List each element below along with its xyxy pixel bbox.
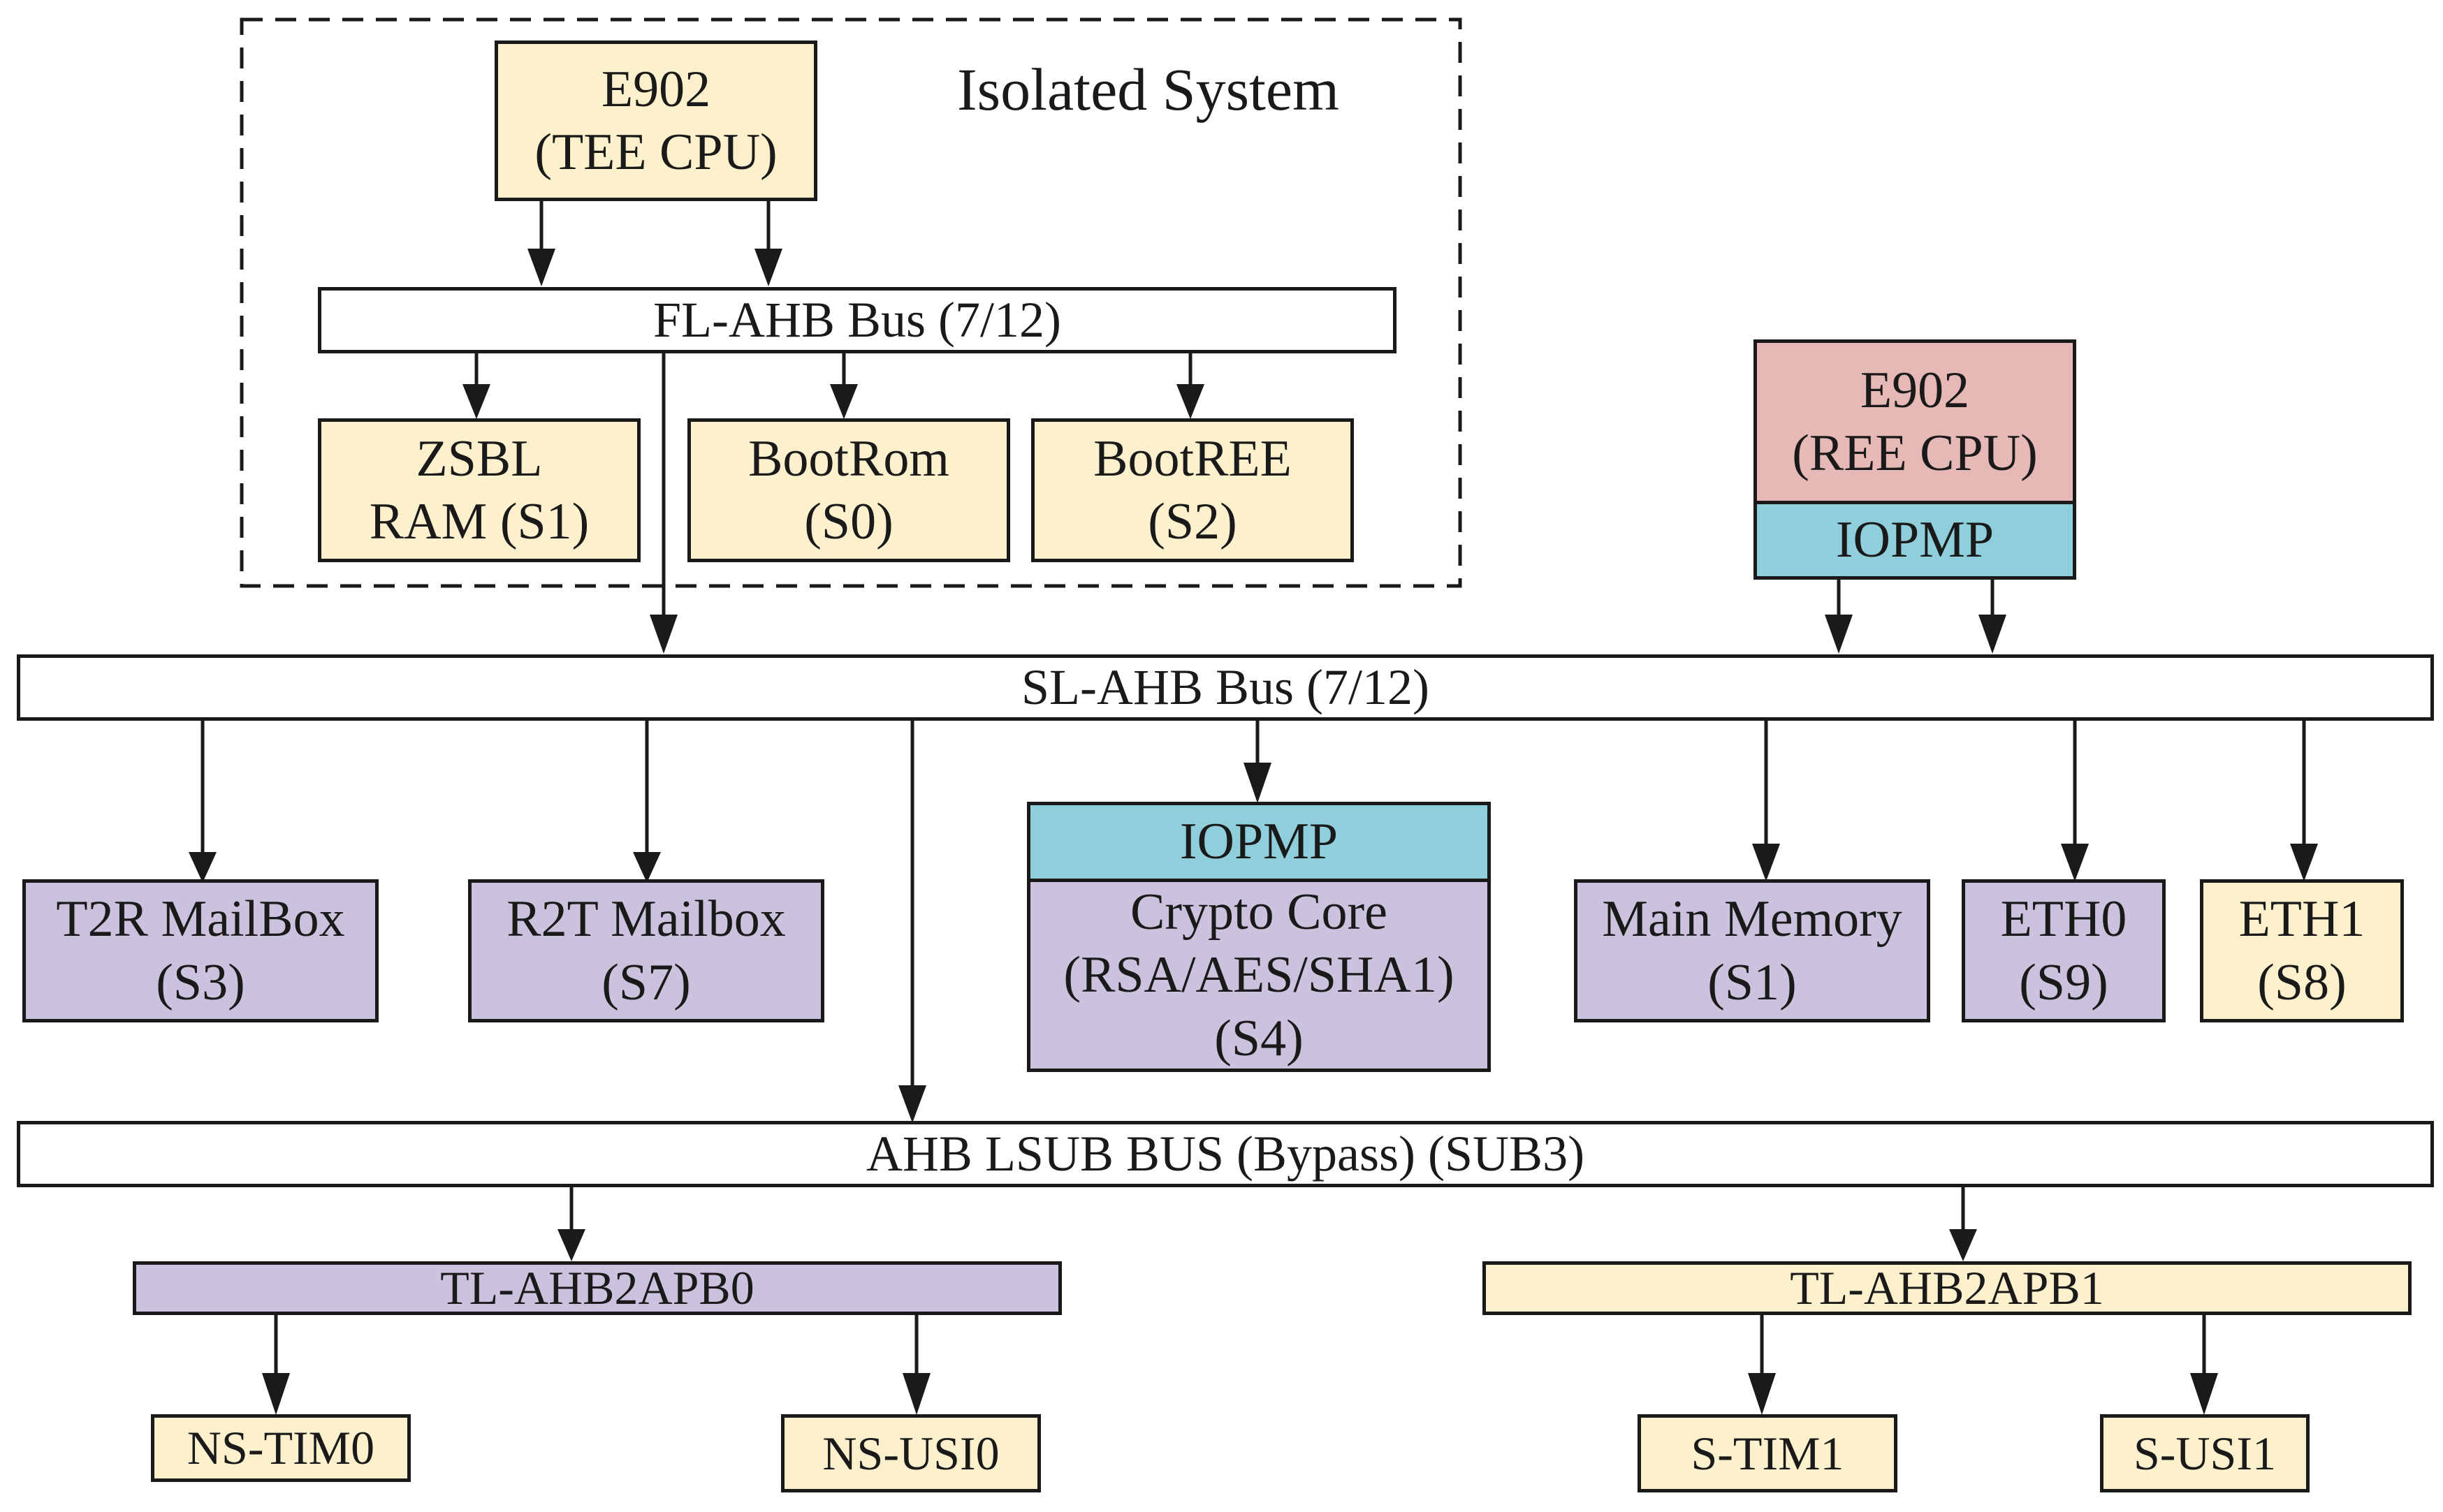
crypto-core-name: Crypto Core: [1130, 883, 1387, 941]
bootree-block: BootREE (S2): [1031, 418, 1354, 562]
r2t-mailbox-slave: (S7): [601, 953, 691, 1011]
eth0-name: ETH0: [2000, 890, 2127, 948]
arrowhead: [1825, 615, 1853, 654]
zsbl-ram-block: ZSBL RAM (S1): [318, 418, 641, 562]
ns-usi0-label: NS-USI0: [822, 1426, 1000, 1480]
s-tim1-block: S-TIM1: [1638, 1414, 1897, 1492]
eth1-slave: (S8): [2257, 953, 2347, 1011]
crypto-core-algorithms: (RSA/AES/SHA1): [1063, 946, 1454, 1004]
arrowhead: [189, 852, 217, 883]
ahb-lsub-bus-label: AHB LSUB BUS (Bypass) (SUB3): [866, 1125, 1585, 1182]
arrowhead: [1949, 1229, 1977, 1261]
t2r-mailbox-slave: (S3): [156, 953, 245, 1011]
arrowhead: [754, 249, 782, 286]
tl-ahb2apb1-label: TL-AHB2APB1: [1790, 1261, 2104, 1315]
eth1-block: ETH1 (S8): [2200, 879, 2404, 1022]
arrowhead: [557, 1229, 585, 1261]
ree-cpu-name: E902: [1860, 361, 1970, 419]
arrowhead: [262, 1373, 290, 1415]
arrowhead: [633, 852, 661, 883]
arrowhead: [1978, 615, 2006, 654]
ree-iopmp-block: IOPMP: [1753, 501, 2076, 580]
arrowhead: [527, 249, 555, 286]
s-usi1-label: S-USI1: [2133, 1426, 2277, 1480]
ree-iopmp-label: IOPMP: [1835, 511, 1994, 569]
fl-ahb-bus-label: FL-AHB Bus (7/12): [652, 291, 1061, 348]
arrowhead: [1176, 384, 1204, 419]
ns-tim0-label: NS-TIM0: [187, 1421, 375, 1475]
tee-cpu-name: E902: [601, 60, 711, 118]
r2t-mailbox-name: R2T Mailbox: [506, 890, 786, 948]
main-memory-name: Main Memory: [1602, 890, 1902, 948]
eth0-block: ETH0 (S9): [1962, 879, 2166, 1022]
bootrom-slave: (S0): [804, 493, 894, 550]
main-memory-slave: (S1): [1707, 953, 1797, 1011]
s-usi1-block: S-USI1: [2100, 1414, 2310, 1492]
arrowhead: [903, 1373, 931, 1415]
arrowhead: [1244, 763, 1271, 803]
bootree-name: BootREE: [1093, 430, 1292, 487]
ahb-lsub-bus: AHB LSUB BUS (Bypass) (SUB3): [17, 1121, 2434, 1187]
arrowhead: [650, 615, 678, 654]
crypto-core-slave: (S4): [1214, 1009, 1304, 1067]
bootrom-block: BootRom (S0): [687, 418, 1010, 562]
t2r-mailbox-name: T2R MailBox: [56, 890, 345, 948]
r2t-mailbox-block: R2T Mailbox (S7): [468, 879, 824, 1022]
arrowhead: [2290, 844, 2318, 881]
isolated-system-label: Isolated System: [957, 56, 1339, 123]
bootrom-name: BootRom: [748, 430, 949, 487]
arrowhead: [1748, 1373, 1776, 1415]
ree-cpu-block: E902 (REE CPU): [1753, 339, 2076, 504]
crypto-iopmp-block: IOPMP: [1027, 802, 1491, 882]
isolated-system-frame: [240, 17, 1462, 588]
arrowhead: [2190, 1373, 2218, 1415]
tee-cpu-role: (TEE CPU): [534, 124, 778, 181]
ree-cpu-role: (REE CPU): [1792, 425, 2038, 482]
arrowhead: [2061, 844, 2089, 881]
fl-ahb-bus: FL-AHB Bus (7/12): [318, 287, 1396, 353]
arrowhead: [462, 384, 490, 419]
tl-ahb2apb1-bridge: TL-AHB2APB1: [1482, 1261, 2412, 1315]
eth0-slave: (S9): [2019, 953, 2108, 1011]
eth1-name: ETH1: [2238, 890, 2365, 948]
crypto-core-block: Crypto Core (RSA/AES/SHA1) (S4): [1027, 879, 1491, 1072]
tl-ahb2apb0-bridge: TL-AHB2APB0: [133, 1261, 1062, 1315]
zsbl-ram-name: ZSBL: [416, 430, 543, 487]
main-memory-block: Main Memory (S1): [1574, 879, 1930, 1022]
tee-cpu-block: E902 (TEE CPU): [495, 41, 817, 201]
sl-ahb-bus-label: SL-AHB Bus (7/12): [1021, 659, 1429, 715]
tl-ahb2apb0-label: TL-AHB2APB0: [440, 1261, 754, 1315]
ns-usi0-block: NS-USI0: [781, 1414, 1041, 1492]
ns-tim0-block: NS-TIM0: [151, 1414, 411, 1482]
s-tim1-label: S-TIM1: [1691, 1426, 1844, 1480]
bootree-slave: (S2): [1148, 493, 1237, 550]
t2r-mailbox-block: T2R MailBox (S3): [22, 879, 379, 1022]
arrowhead: [830, 384, 858, 419]
arrowhead: [1752, 844, 1780, 881]
sl-ahb-bus: SL-AHB Bus (7/12): [17, 654, 2434, 721]
arrowhead: [898, 1085, 926, 1123]
zsbl-ram-slave: RAM (S1): [369, 493, 590, 550]
crypto-iopmp-label: IOPMP: [1179, 813, 1339, 871]
